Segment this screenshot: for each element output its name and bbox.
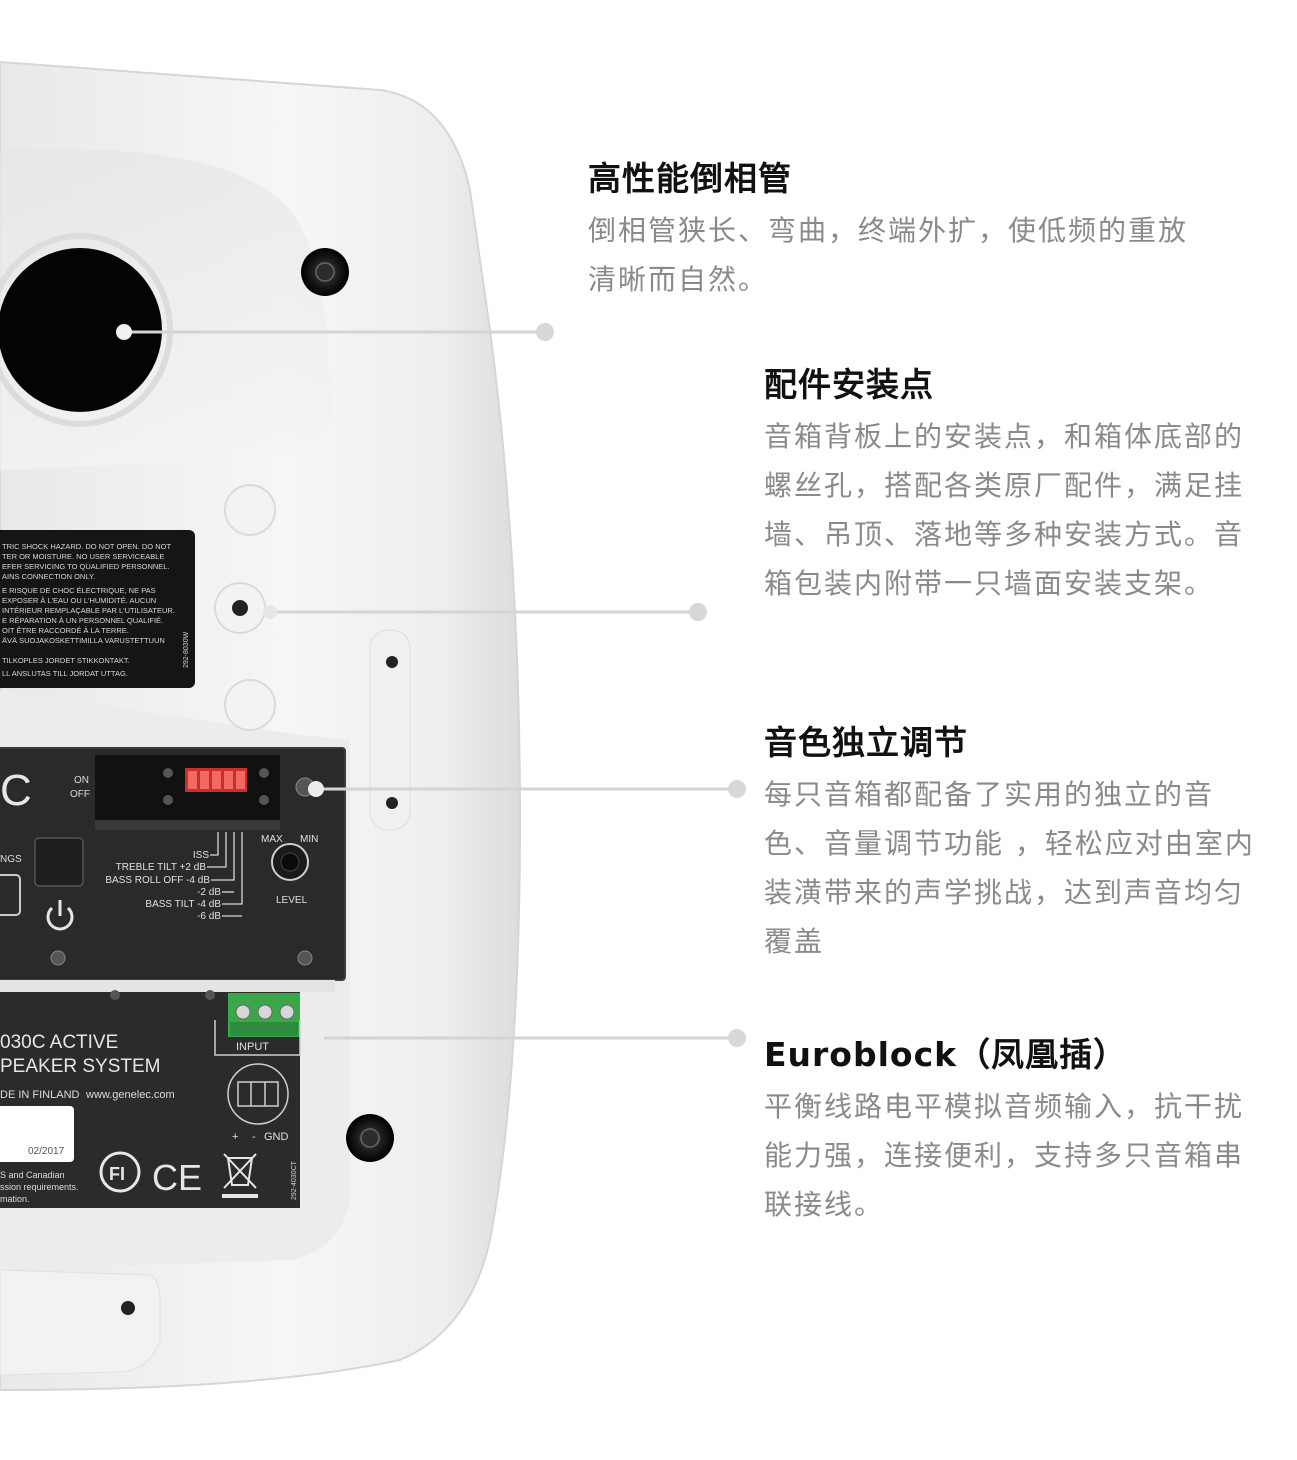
panel-code: 292-4030CT [291, 1160, 298, 1200]
warning-label-text: TRIC SHOCK HAZARD. DO NOT OPEN. DO NOT T… [2, 542, 175, 678]
svg-text:LL ANSLUTAS TILL JORDAT UTTAG.: LL ANSLUTAS TILL JORDAT UTTAG. [2, 669, 128, 678]
warning-label [0, 530, 195, 688]
svg-text:ISS: ISS [193, 850, 209, 861]
max-label: MAX [261, 834, 283, 845]
power-button [34, 837, 84, 887]
off-label: OFF [70, 789, 90, 800]
svg-text:-2 dB: -2 dB [197, 887, 221, 898]
feature-description: 音箱背板上的安装点，和箱体底部的螺丝孔，搭配各类原厂配件，满足挂墙、吊顶、落地等… [764, 420, 1245, 600]
side-slot [369, 629, 411, 831]
bottom-foot [0, 1269, 161, 1376]
model-line1: 030C ACTIVE [0, 1032, 118, 1053]
date-label: 02/2017 [28, 1146, 65, 1157]
switch-legend-lines [207, 832, 243, 917]
feature-description: 每只音箱都配备了实用的独立的音色、音量调节功能 ，轻松应对由室内装潢带来的声学挑… [764, 778, 1255, 958]
svg-text:AINS CONNECTION ONLY.: AINS CONNECTION ONLY. [2, 572, 95, 581]
fi-mark [99, 1151, 141, 1193]
svg-text:-: - [252, 1131, 256, 1143]
feature-title: 配件安装点 [764, 365, 934, 404]
svg-text:FI: FI [109, 1164, 125, 1184]
svg-text:E RÉPARATION À UN PERSONNEL QU: E RÉPARATION À UN PERSONNEL QUALIFIÉ. [2, 616, 163, 625]
min-label: MIN [300, 834, 318, 845]
level-label: LEVEL [276, 895, 308, 906]
svg-text:OIT ÊTRE RACCORDÉ À LA TERRE.: OIT ÊTRE RACCORDÉ À LA TERRE. [2, 626, 129, 635]
feature-description: 倒相管狭长、弯曲，终端外扩，使低频的重放清晰而自然。 [588, 214, 1189, 296]
svg-text:mation.: mation. [0, 1194, 30, 1204]
svg-text:TER OR MOISTURE. NO USER SERVI: TER OR MOISTURE. NO USER SERVICEABLE [2, 552, 164, 561]
power-icon [46, 900, 74, 931]
dip-switch [185, 768, 247, 792]
settings-icon-box [0, 874, 21, 916]
input-label: INPUT [236, 1041, 269, 1053]
warning-code: 292-8030W [183, 631, 190, 668]
mount-hole-bottom [121, 1301, 135, 1315]
on-label: ON [74, 775, 89, 786]
feature-euroblock: Euroblock（凤凰插） 平衡线路电平模拟音频输入，抗干扰能力强，连接便利，… [764, 1034, 1264, 1229]
website: www.genelec.com [85, 1089, 175, 1101]
svg-text:BASS ROLL OFF -4 dB: BASS ROLL OFF -4 dB [105, 875, 210, 886]
xlr-symbol [227, 1063, 289, 1125]
feature-description: 平衡线路电平模拟音频输入，抗干扰能力强，连接便利，支持多只音箱串联接线。 [764, 1090, 1245, 1221]
feature-tone-control: 音色独立调节 每只音箱都配备了实用的独立的音色、音量调节功能 ，轻松应对由室内装… [764, 722, 1264, 966]
svg-text:+: + [232, 1131, 238, 1143]
feature-bass-port: 高性能倒相管 倒相管狭长、弯曲，终端外扩，使低频的重放清晰而自然。 [588, 158, 1228, 304]
logo-fragment: C [0, 766, 32, 815]
mount-hole-side-2 [386, 797, 398, 809]
made-in: DE IN FINLAND [0, 1089, 80, 1101]
svg-text:TRIC SHOCK HAZARD. DO NOT OPEN: TRIC SHOCK HAZARD. DO NOT OPEN. DO NOT [2, 542, 171, 551]
svg-text:ÄVÄ SUOJAKOSKETTIMILLA VARUSTE: ÄVÄ SUOJAKOSKETTIMILLA VARUSTETTUUN [2, 636, 165, 645]
svg-text:BASS TILT -4 dB: BASS TILT -4 dB [145, 899, 221, 910]
model-line2: PEAKER SYSTEM [0, 1056, 161, 1077]
svg-text:TILKOPLES JORDET STIKKONTAKT.: TILKOPLES JORDET STIKKONTAKT. [2, 656, 130, 665]
svg-text:E RISQUE DE CHOC ÉLECTRIQUE, N: E RISQUE DE CHOC ÉLECTRIQUE, NE PAS [2, 586, 156, 595]
svg-text:-6 dB: -6 dB [197, 911, 221, 922]
input-connector [228, 993, 300, 1037]
settings-fragment: NGS [0, 854, 22, 865]
svg-text:TREBLE TILT +2 dB: TREBLE TILT +2 dB [116, 862, 207, 873]
svg-text:ssion requirements.: ssion requirements. [0, 1182, 79, 1192]
feature-title: 音色独立调节 [764, 723, 968, 762]
svg-text:S and Canadian: S and Canadian [0, 1170, 65, 1180]
svg-text:INTÉRIEUR REMPLAÇABLE PAR L'UT: INTÉRIEUR REMPLAÇABLE PAR L'UTILISATEUR. [2, 606, 175, 615]
mount-hole-side-1 [386, 656, 398, 668]
svg-text:EFER SERVICING TO QUALIFIED PE: EFER SERVICING TO QUALIFIED PERSONNEL. [2, 562, 170, 571]
svg-text:EXPOSER À L'EAU OU L'HUMIDITÉ.: EXPOSER À L'EAU OU L'HUMIDITÉ. AUCUN [2, 596, 156, 605]
feature-title: Euroblock（凤凰插） [764, 1035, 1128, 1074]
weee-icon [222, 1153, 258, 1198]
ce-mark: CE [152, 1157, 202, 1198]
dip-switch-bay [95, 755, 280, 830]
bass-port [0, 248, 162, 412]
feature-title: 高性能倒相管 [588, 159, 792, 198]
mount-bump-bottom [224, 679, 276, 731]
mount-bump-top [224, 484, 276, 536]
svg-text:GND: GND [264, 1131, 289, 1143]
feature-mounting-points: 配件安装点 音箱背板上的安装点，和箱体底部的螺丝孔，搭配各类原厂配件，满足挂墙、… [764, 364, 1264, 608]
callout-lines [116, 323, 746, 1047]
serial-sticker [0, 1106, 74, 1162]
switch-legend: ISS TREBLE TILT +2 dB BASS ROLL OFF -4 d… [105, 850, 221, 922]
